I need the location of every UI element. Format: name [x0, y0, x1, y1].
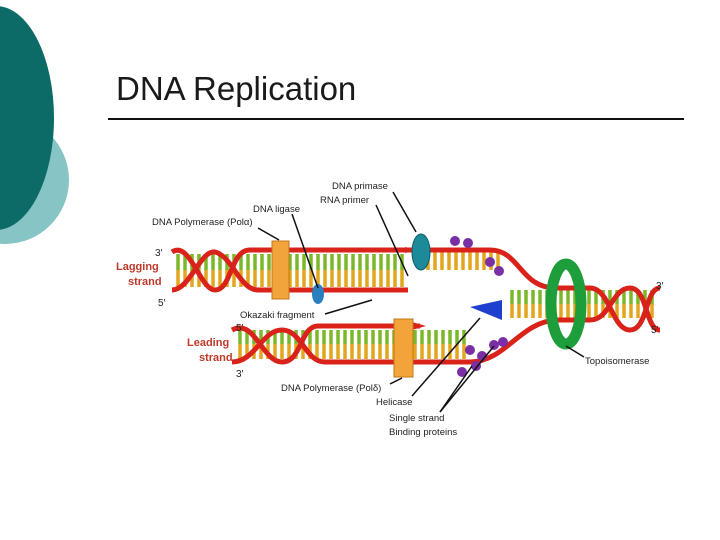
- end-right-3: 3′: [656, 281, 664, 292]
- pointer-pol-alpha: [257, 227, 280, 241]
- decor-circle-dark: [0, 6, 54, 230]
- pointer-pol-delta: [389, 377, 403, 385]
- leading-new-arrow: [412, 322, 426, 330]
- ssb-protein: [494, 266, 504, 276]
- label-pol-delta: DNA Polymerase (Polδ): [281, 383, 381, 394]
- pointer-ssb-b: [439, 345, 495, 413]
- lagging-base-pairs: [176, 254, 404, 287]
- label-dna-primase: DNA primase: [332, 181, 388, 192]
- ssb-protein: [471, 361, 481, 371]
- end-lagging-3: 3′: [155, 248, 163, 259]
- label-lagging-2: strand: [128, 276, 162, 288]
- ssb-protein: [463, 238, 473, 248]
- topoisomerase-enzyme: [545, 258, 587, 350]
- pointer-primase: [392, 191, 417, 233]
- label-ssb-1: Single strand: [389, 413, 444, 424]
- ssb-protein: [489, 340, 499, 350]
- label-rna-primer: RNA primer: [320, 195, 369, 206]
- ssb-protein: [457, 367, 467, 377]
- dna-primase-enzyme: [411, 233, 431, 271]
- end-right-5: 5′: [651, 325, 659, 336]
- pointer-ligase: [291, 213, 319, 289]
- end-leading-3: 3′: [236, 369, 244, 380]
- title-divider: [108, 118, 684, 120]
- fork-upper-backbone: [489, 247, 557, 291]
- parent-strand-top: [556, 285, 661, 333]
- pointer-primer: [375, 204, 409, 277]
- lagging-new-backbone: [171, 249, 408, 293]
- label-dna-ligase: DNA ligase: [253, 204, 300, 215]
- ssb-protein: [498, 337, 508, 347]
- label-leading-2: strand: [199, 352, 233, 364]
- lagging-template-arrow: [405, 247, 418, 253]
- ssb-protein: [465, 345, 475, 355]
- ssb-protein: [450, 236, 460, 246]
- pol-alpha-enzyme: [271, 240, 290, 300]
- pointer-helicase: [411, 317, 481, 397]
- single-strand-binding-proteins: [450, 236, 508, 377]
- dna-ligase-enzyme: [312, 284, 324, 304]
- leading-template-backbone: [231, 317, 557, 365]
- leading-new-backbone: [230, 323, 420, 365]
- label-okazaki: Okazaki fragment: [240, 310, 315, 321]
- pointer-topoisomerase: [565, 345, 585, 358]
- slide-title: DNA Replication: [116, 70, 357, 107]
- label-lagging-1: Lagging: [116, 261, 159, 273]
- end-leading-5: 5′: [236, 323, 244, 334]
- label-leading-1: Leading: [187, 337, 229, 349]
- parent-strand-bottom: [556, 285, 661, 333]
- label-helicase: Helicase: [376, 397, 412, 408]
- ssb-protein: [485, 257, 495, 267]
- label-ssb-2: Binding proteins: [389, 427, 457, 438]
- label-pol-alpha: DNA Polymerase (Polα): [152, 217, 253, 228]
- helicase-enzyme: [470, 300, 502, 320]
- lagging-template-backbone: [170, 247, 490, 293]
- pol-delta-enzyme: [393, 318, 414, 378]
- end-lagging-5: 5′: [158, 298, 166, 309]
- pointer-okazaki: [324, 299, 373, 315]
- label-topoisomerase: Topoisomerase: [585, 356, 649, 367]
